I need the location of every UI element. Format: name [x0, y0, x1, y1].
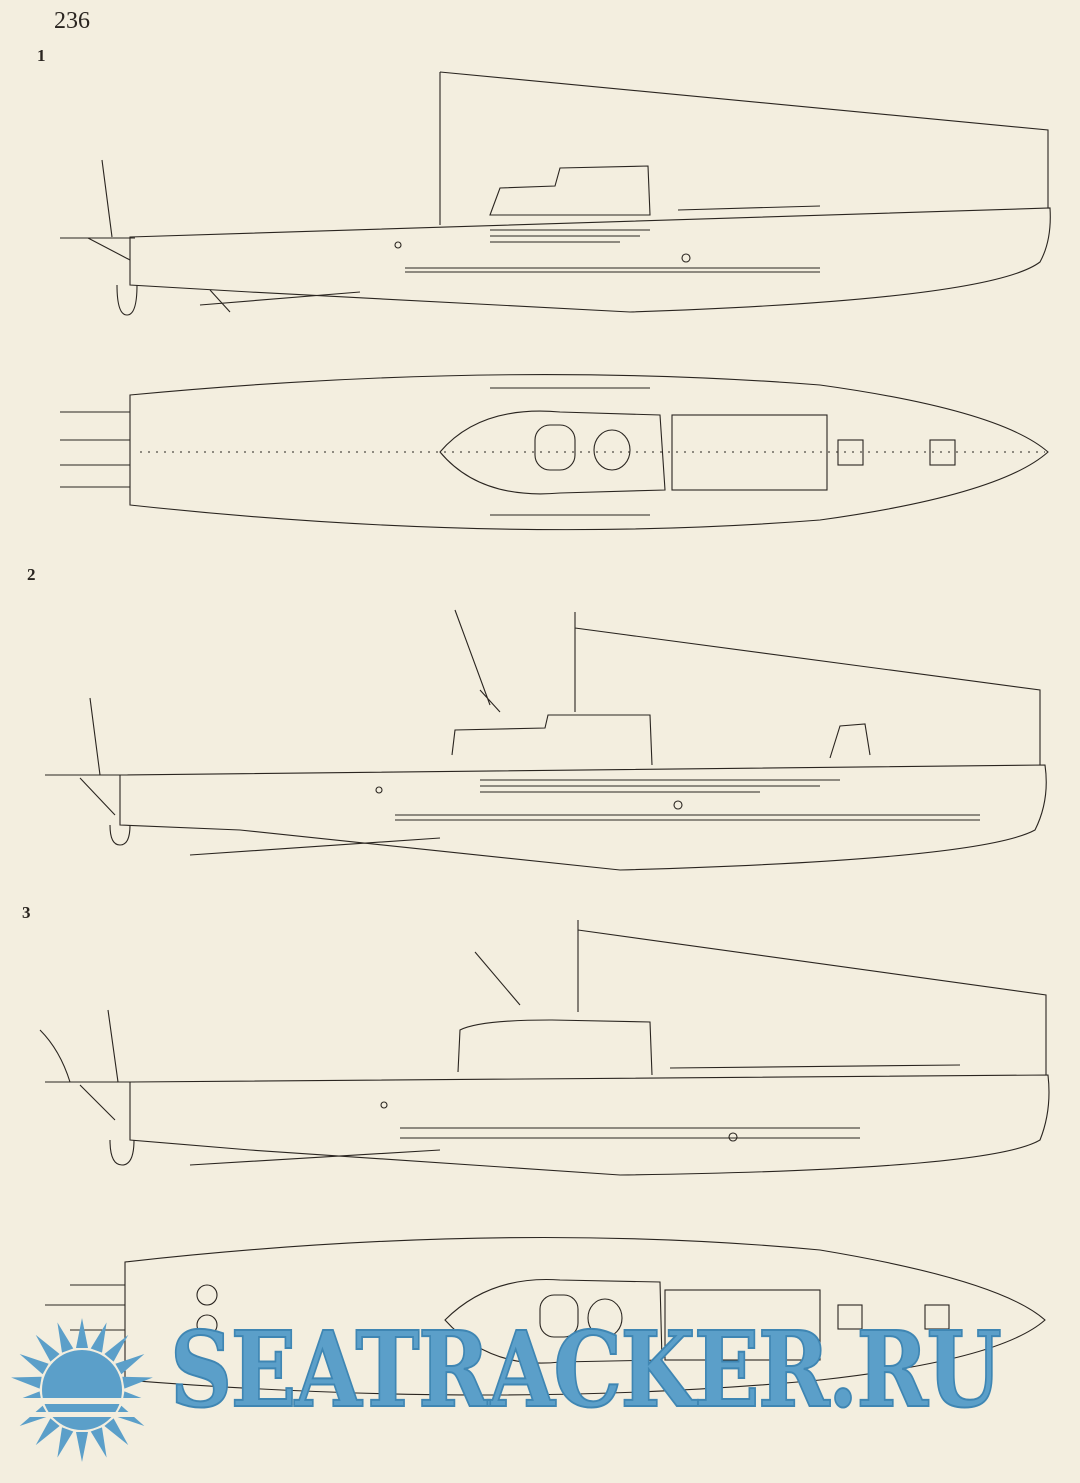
- watermark-text: SEATRACKER.RU: [169, 1308, 1002, 1431]
- boat-3-top-view: [45, 1236, 1046, 1396]
- figure-label-3: 3: [22, 903, 31, 922]
- page-number: 236: [54, 8, 90, 34]
- watermark-sun-logo-icon: [7, 1318, 157, 1462]
- boat-3-side-profile: [39, 920, 1050, 1176]
- boat-2-side-profile: [45, 609, 1047, 871]
- boat-1-top-view: [60, 374, 1049, 531]
- boat-1-side-profile: [60, 71, 1051, 316]
- figure-label-2: 2: [27, 565, 36, 584]
- figure-label-1: 1: [37, 46, 46, 65]
